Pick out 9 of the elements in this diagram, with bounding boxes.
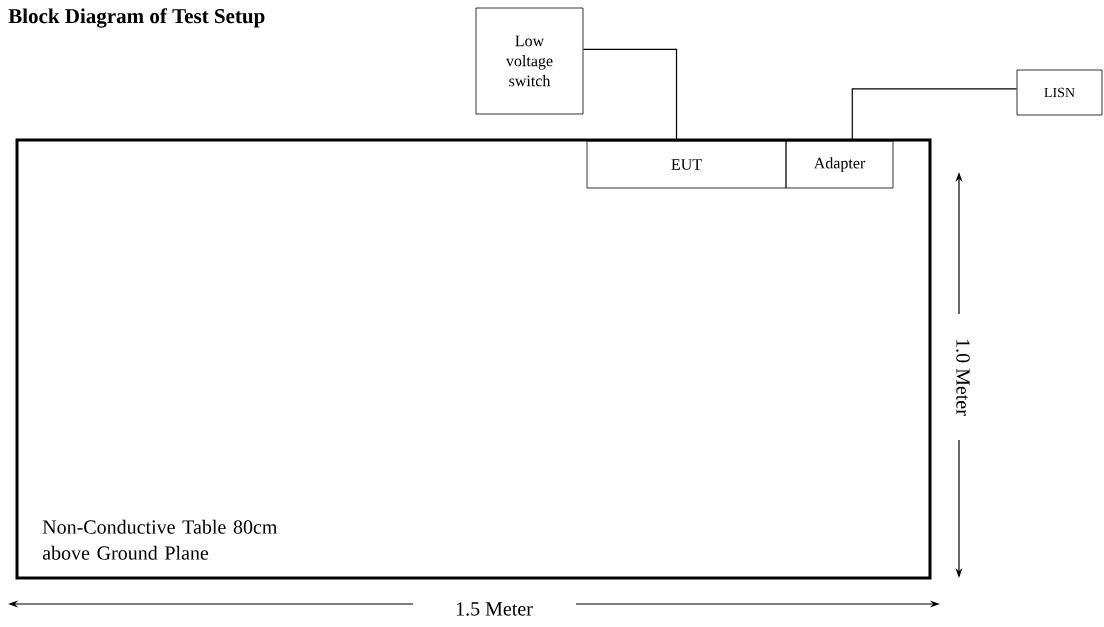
connector-line	[582, 48, 678, 142]
device-box: EUT	[586, 140, 787, 189]
device-box: Low voltage switch	[475, 7, 584, 115]
dimension-label: 1.0 Meter	[956, 339, 970, 416]
title: Block Diagram of Test Setup	[8, 8, 265, 28]
dimension-label: 1.5 Meter	[456, 602, 533, 616]
connector-line	[851, 88, 1018, 142]
device-box: Adapter	[785, 140, 894, 189]
device-box: LISN	[1016, 69, 1103, 116]
